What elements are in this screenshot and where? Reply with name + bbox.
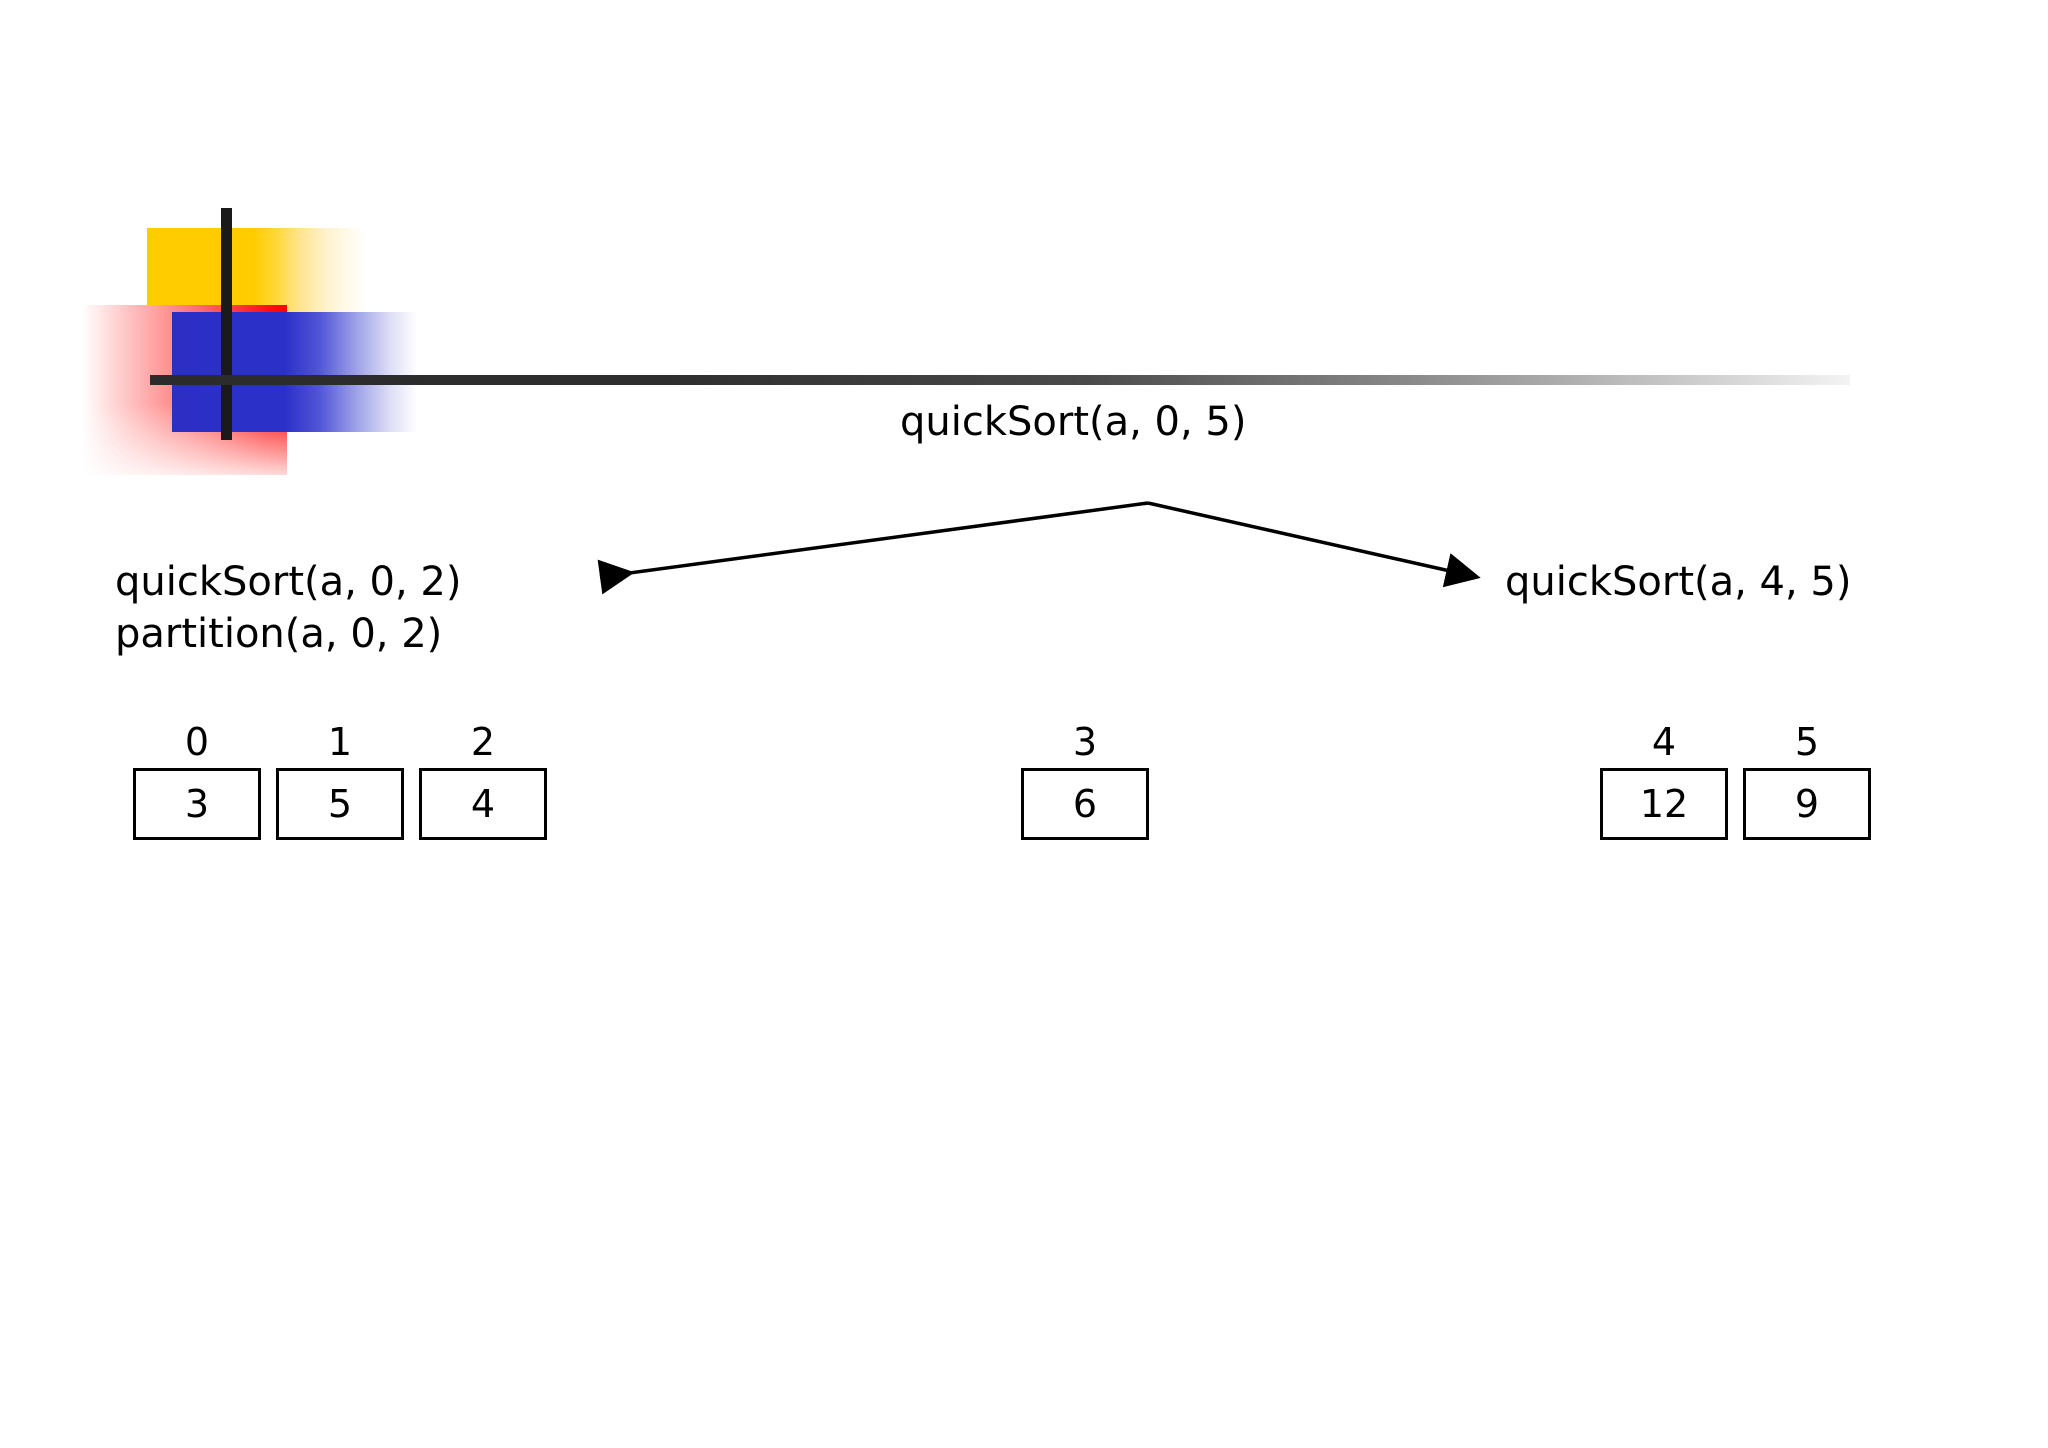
arrow-to-right-branch <box>1147 501 1481 588</box>
array-cell-value: 4 <box>419 768 547 840</box>
logo-red-rectangle <box>82 305 287 475</box>
left-branch-quicksort-label: quickSort(a, 0, 2) <box>115 559 462 605</box>
array-cell-value: 12 <box>1600 768 1728 840</box>
array-cell: 2 4 <box>419 720 547 840</box>
array-cell: 4 12 <box>1600 720 1728 840</box>
logo-yellow-square <box>147 228 372 388</box>
array-cell-index: 5 <box>1794 720 1820 764</box>
array-cell-value: 6 <box>1021 768 1149 840</box>
slide-logo <box>0 0 2048 475</box>
array-cell: 0 3 <box>133 720 261 840</box>
left-branch-label-block: quickSort(a, 0, 2) partition(a, 0, 2) <box>115 556 461 660</box>
array-cell: 5 9 <box>1743 720 1871 840</box>
array-right-partition: 4 12 5 9 <box>1600 720 1871 840</box>
array-left-partition: 0 3 1 5 2 4 <box>133 720 547 840</box>
right-branch-label: quickSort(a, 4, 5) <box>1505 559 1852 605</box>
array-cell-index: 1 <box>327 720 353 764</box>
array-cell-index: 0 <box>184 720 210 764</box>
left-branch-partition-label: partition(a, 0, 2) <box>115 611 443 657</box>
arrow-to-left-branch <box>597 501 1149 595</box>
array-cell-value: 3 <box>133 768 261 840</box>
array-cell-index: 3 <box>1072 720 1098 764</box>
array-cell-index: 4 <box>1651 720 1677 764</box>
array-cell-value: 5 <box>276 768 404 840</box>
array-pivot-partition: 3 6 <box>1021 720 1149 840</box>
logo-horizontal-rule <box>150 375 1850 385</box>
array-cell-value: 9 <box>1743 768 1871 840</box>
array-cell: 1 5 <box>276 720 404 840</box>
array-cell: 3 6 <box>1021 720 1149 840</box>
logo-blue-rectangle <box>172 312 417 432</box>
logo-vertical-bar <box>221 208 232 440</box>
page-title: quickSort(a, 0, 5) <box>900 399 1247 445</box>
array-cell-index: 2 <box>470 720 496 764</box>
